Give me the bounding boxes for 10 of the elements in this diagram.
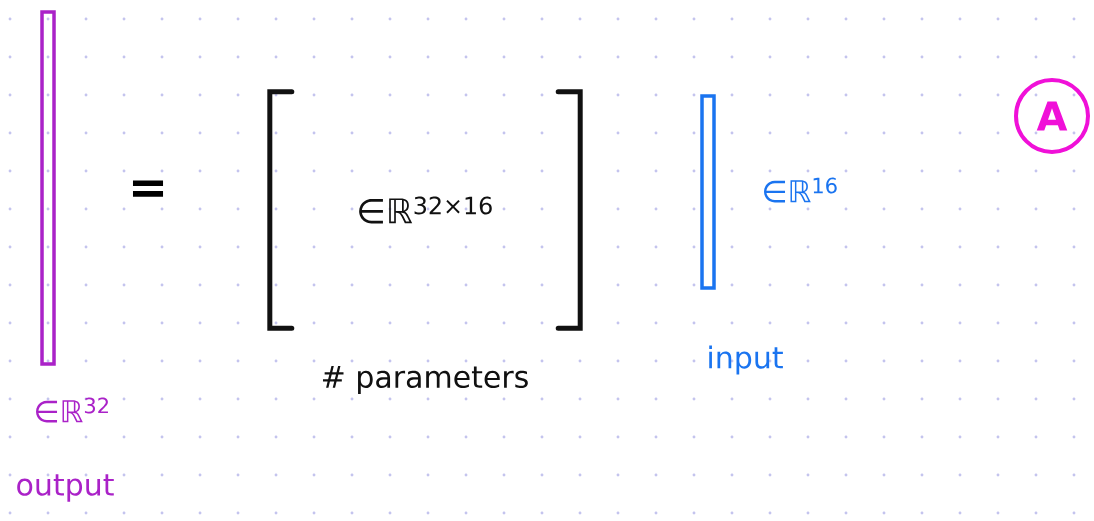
circled-letter: A	[1014, 78, 1090, 154]
matrix-caption: # parameters	[323, 366, 528, 394]
column-vector	[700, 94, 716, 290]
vector-space-label: ∈ℝ$^{32}$	[36, 397, 108, 423]
vector-caption: input	[709, 345, 783, 375]
vector-caption: output	[17, 474, 114, 502]
equals-sign: =	[133, 180, 164, 197]
vector-space-label: ∈ℝ$^{16}$	[764, 177, 837, 203]
column-vector	[40, 10, 56, 366]
matrix-bracket: ∈ℝ$^{32×16}$	[267, 89, 583, 331]
